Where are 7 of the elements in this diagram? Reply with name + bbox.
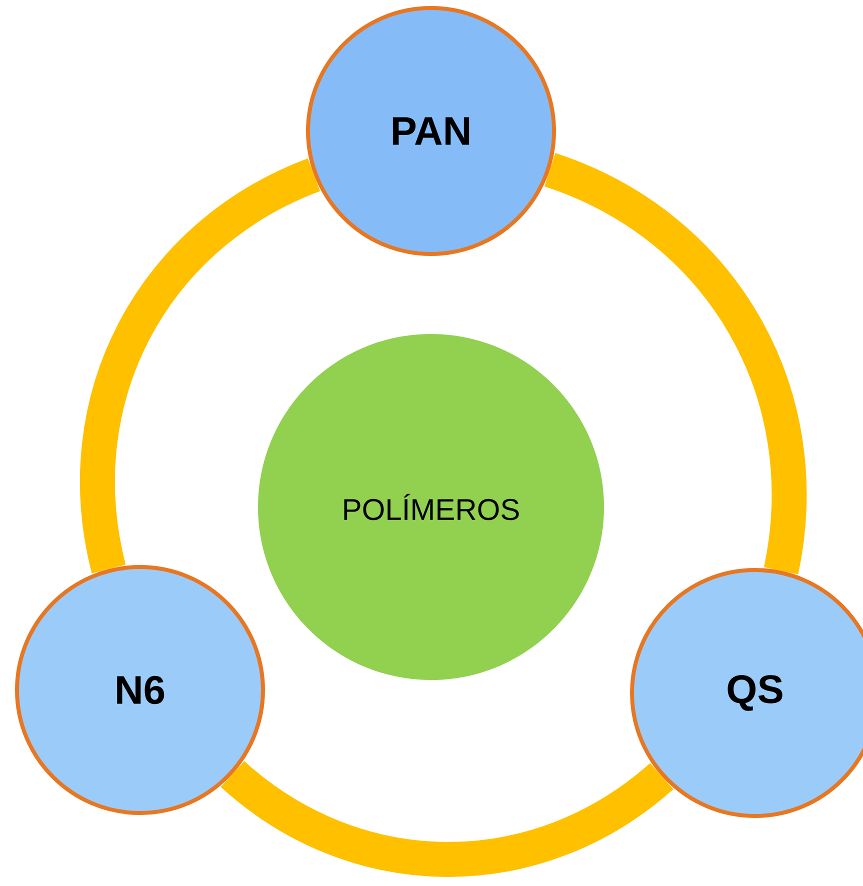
circle-node: POLÍMEROS: [258, 334, 604, 680]
ring-arc: [80, 158, 321, 572]
circle-node: QS: [630, 568, 863, 818]
ring-arc: [543, 153, 806, 574]
circle-node: PAN: [306, 6, 556, 256]
ring-arc: [222, 760, 673, 877]
circle-node: N6: [15, 565, 265, 815]
